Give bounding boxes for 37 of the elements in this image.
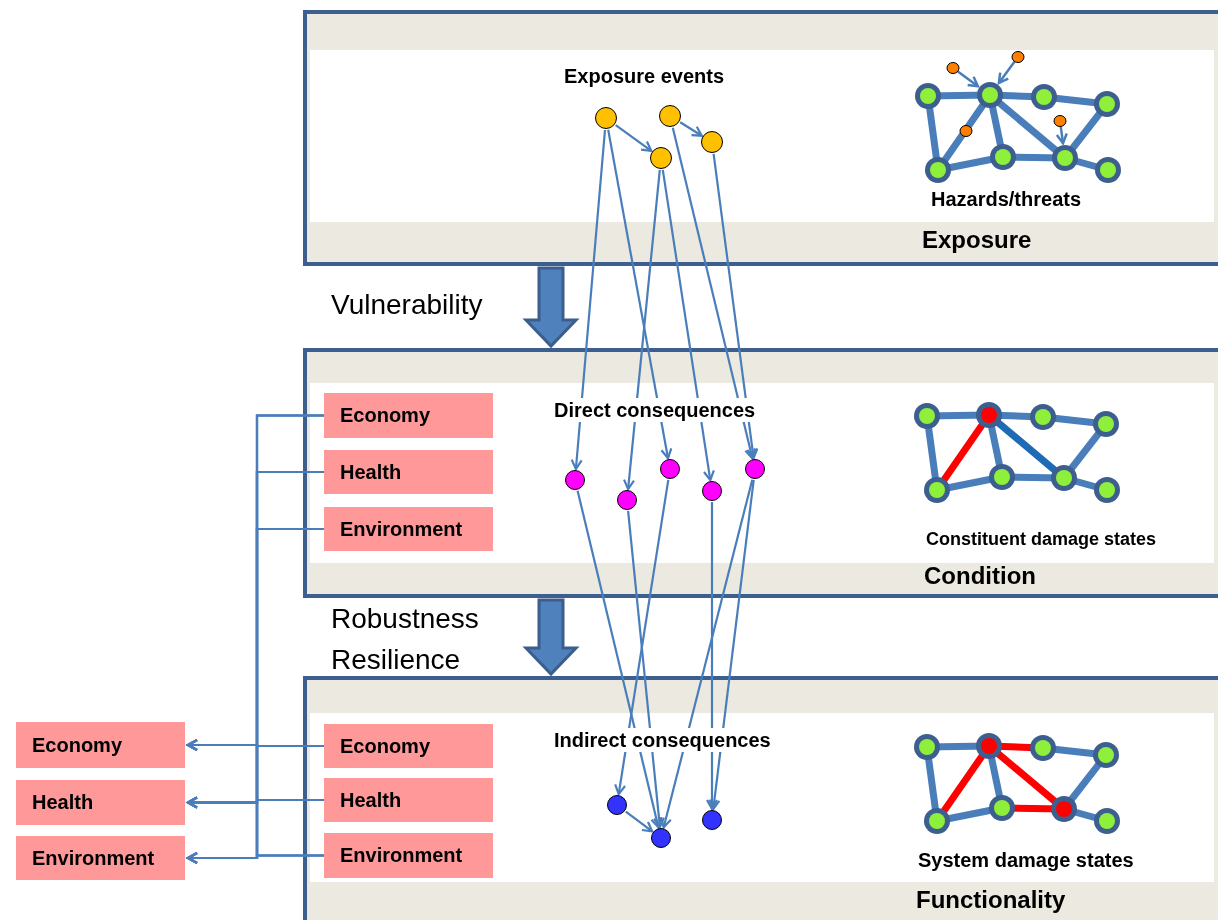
- arrow: [615, 124, 653, 152]
- text-label: Robustness Resilience: [330, 602, 480, 677]
- text-label: Constituent damage states: [924, 529, 1159, 551]
- arrow: [660, 479, 754, 829]
- panel-title: Functionality: [916, 886, 1066, 914]
- arrow: [186, 851, 324, 865]
- arrow: [607, 129, 673, 460]
- block-arrow: [522, 266, 580, 349]
- category-label: Health: [324, 450, 493, 494]
- arrow: [622, 169, 661, 491]
- arrow: [708, 479, 755, 811]
- arrow: [576, 490, 663, 829]
- panel: [303, 10, 1218, 266]
- panel: [303, 348, 1218, 598]
- panel: [303, 676, 1218, 920]
- category-label: Environment: [16, 836, 185, 880]
- panel-title: Condition: [924, 562, 1036, 590]
- arrow: [712, 153, 759, 460]
- arrow: [614, 479, 670, 796]
- text-label: Direct consequences: [552, 398, 758, 422]
- category-label: Health: [324, 778, 493, 822]
- category-label: Environment: [324, 507, 493, 551]
- arrow: [570, 129, 607, 471]
- arrow: [625, 810, 654, 833]
- text-label: Indirect consequences: [552, 728, 773, 752]
- category-label: Health: [16, 780, 185, 825]
- category-label: Environment: [324, 833, 493, 878]
- arrow: [671, 127, 757, 460]
- arrow: [679, 121, 703, 137]
- arrow: [627, 510, 666, 829]
- panel-title: Exposure: [922, 226, 1032, 254]
- arrow: [705, 502, 719, 811]
- category-label: Economy: [324, 724, 493, 768]
- category-label: Economy: [16, 722, 185, 768]
- block-arrow: [522, 598, 580, 677]
- category-label: Economy: [324, 393, 493, 438]
- arrow: [661, 169, 715, 482]
